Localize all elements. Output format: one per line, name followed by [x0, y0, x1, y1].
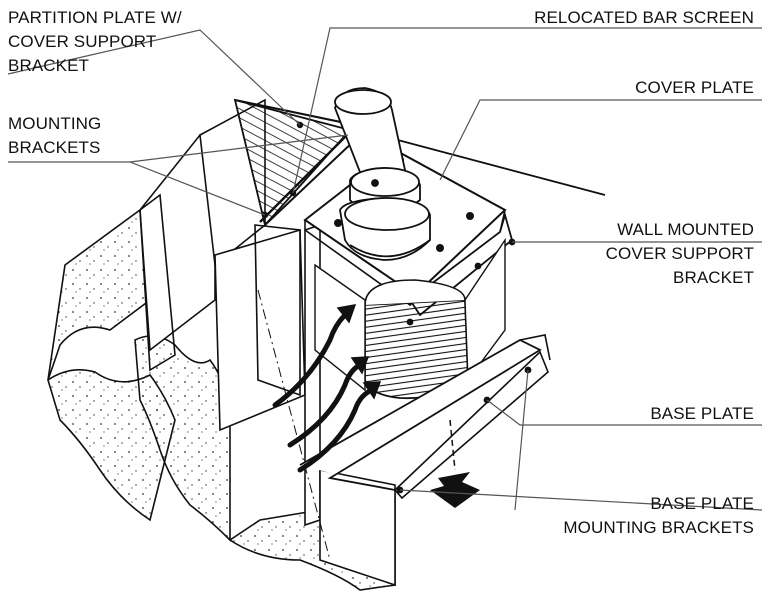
label-relocated-bar-screen: RELOCATED BAR SCREEN: [534, 8, 754, 27]
label-wall-mounted-line1: WALL MOUNTED: [617, 220, 754, 239]
label-wall-mounted-line3: BRACKET: [673, 268, 754, 287]
label-wall-mounted-bracket: WALL MOUNTED COVER SUPPORT BRACKET: [606, 218, 754, 290]
flow-arrows: [272, 304, 382, 473]
label-partition-plate: PARTITION PLATE W/ COVER SUPPORT BRACKET: [8, 6, 182, 78]
label-base-plate-mounting-line2: MOUNTING BRACKETS: [563, 518, 754, 537]
leader-lines: [7, 27, 763, 511]
label-partition-plate-line1: PARTITION PLATE W/: [8, 8, 182, 27]
label-mounting-brackets-line2: BRACKETS: [8, 138, 101, 157]
concrete-wall-left: [47, 208, 396, 591]
label-cover-plate: COVER PLATE: [635, 78, 754, 97]
label-base-plate: BASE PLATE: [650, 404, 754, 423]
label-base-plate-mounting-line1: BASE PLATE: [650, 494, 754, 513]
channel-walls: [139, 98, 396, 587]
label-mounting-brackets-line1: MOUNTING: [8, 114, 102, 133]
centerline: [257, 289, 331, 561]
drive-motor: [334, 87, 431, 261]
label-mounting-brackets: MOUNTING BRACKETS: [8, 112, 101, 160]
discharge-arrow-icon: [430, 419, 480, 508]
label-base-plate-mounting: BASE PLATE MOUNTING BRACKETS: [563, 492, 754, 540]
label-wall-mounted-line2: COVER SUPPORT: [605, 244, 754, 263]
label-partition-plate-line3: BRACKET: [8, 56, 89, 75]
label-partition-plate-line2: COVER SUPPORT: [8, 32, 157, 51]
base-plate: [299, 334, 551, 500]
